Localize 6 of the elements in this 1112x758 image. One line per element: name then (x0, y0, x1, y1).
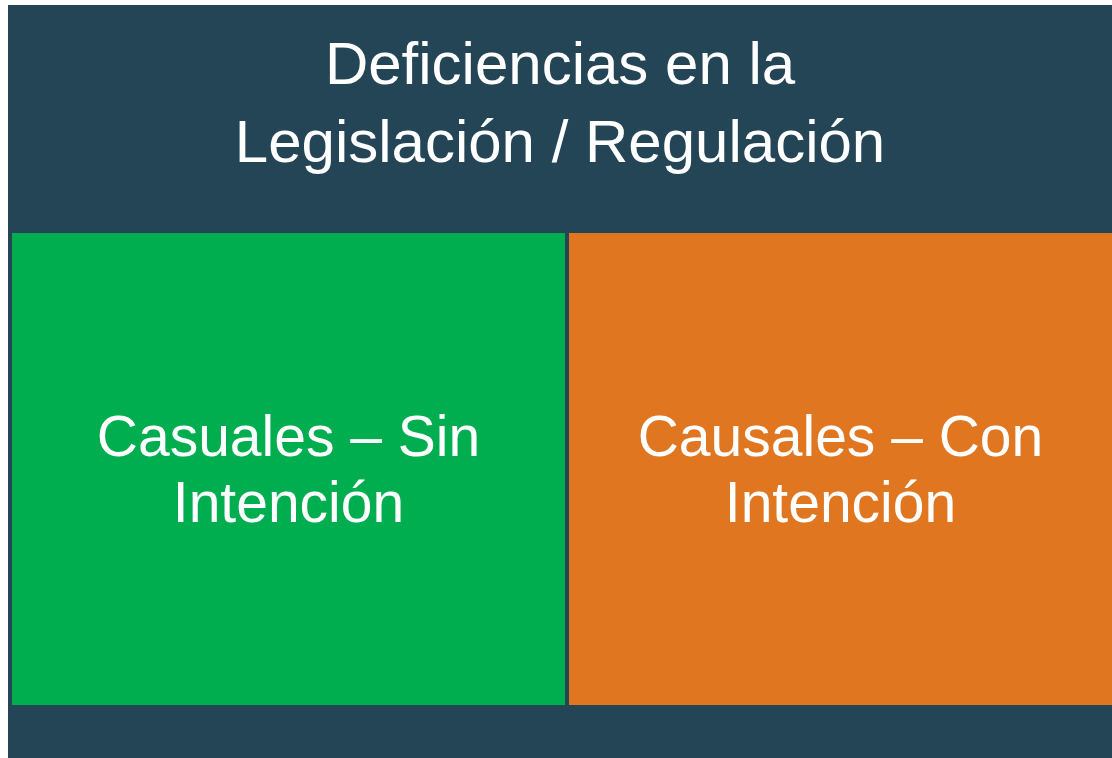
category-box (12, 233, 565, 705)
container-panel (8, 5, 1112, 758)
box-label: Causales – Con Intención (636, 403, 1045, 535)
heading: Deficiencias en la Legislación / Regulación (233, 29, 887, 177)
box-label: Casuales – Sin Intención (95, 403, 482, 535)
category-box (569, 233, 1112, 705)
